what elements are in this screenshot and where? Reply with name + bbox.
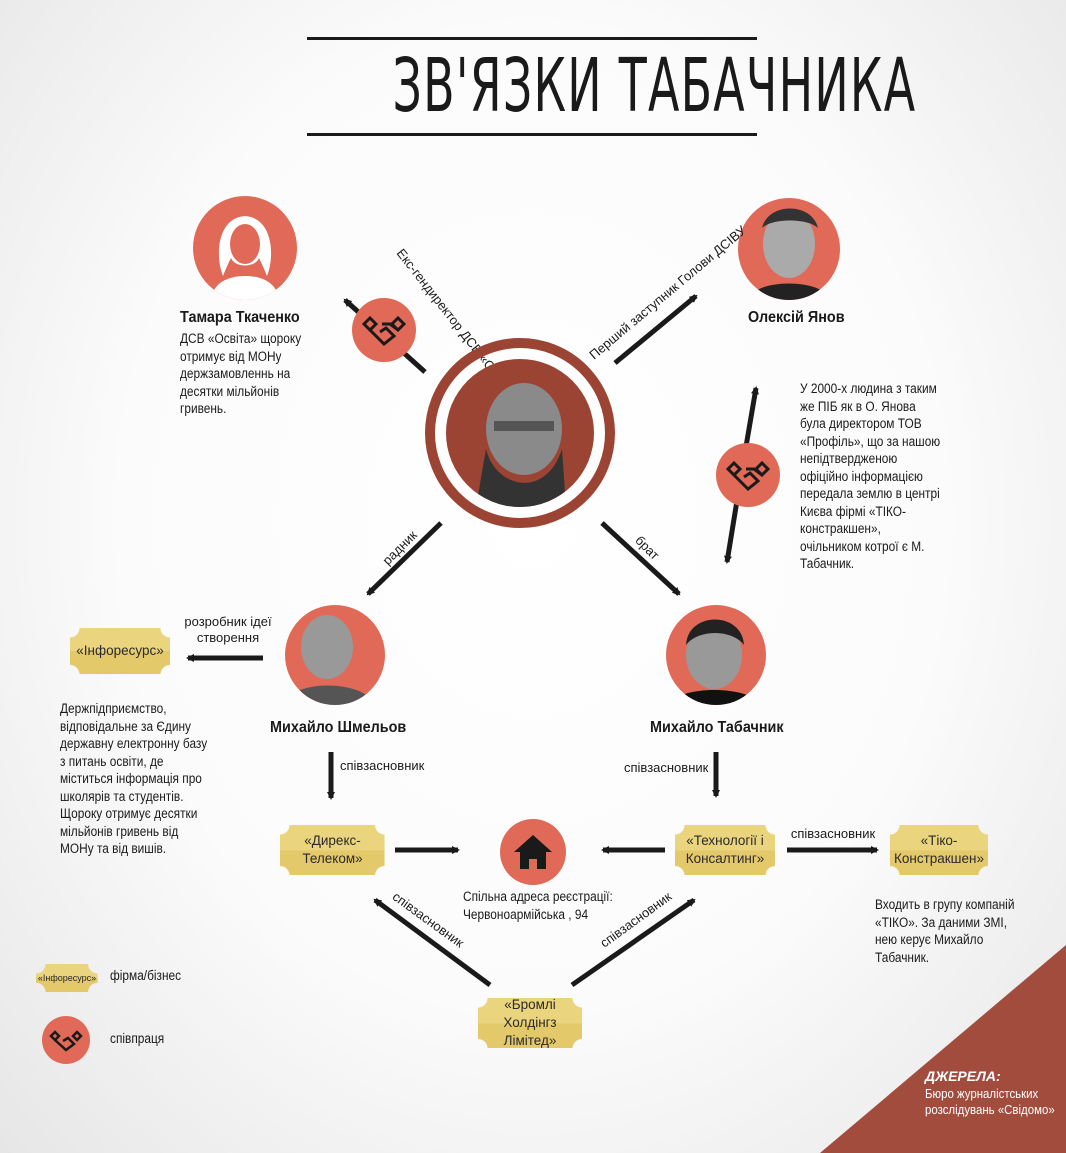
shmelyov-name: Михайло Шмельов bbox=[270, 719, 407, 736]
arrow-advisor bbox=[366, 521, 443, 596]
yanov-portrait bbox=[738, 198, 840, 300]
legend-cooperation-swatch bbox=[42, 1016, 90, 1064]
cooperation-badge-tkachenko bbox=[352, 298, 416, 362]
legend-firm-label: фірма/бізнес bbox=[110, 968, 182, 983]
title-rule-bottom bbox=[307, 133, 757, 136]
legend-firm-swatch: «Інфоресурс» bbox=[36, 964, 98, 992]
label-cofounder-tiko: співзасновник bbox=[790, 826, 876, 841]
firm-inforesurs: «Інфоресурс» bbox=[70, 628, 170, 674]
cooperation-badge-yanov bbox=[716, 443, 780, 507]
handshake-icon bbox=[361, 315, 407, 347]
label-cofounder-tabachnyk: співзасновник bbox=[624, 760, 709, 775]
tabachnyk-m-name: Михайло Табачник bbox=[650, 719, 784, 736]
shmelyov-portrait bbox=[285, 605, 385, 705]
arrow-first-deputy bbox=[613, 294, 698, 365]
arrow-bromli-tekhnolohii bbox=[570, 897, 696, 988]
yanov-note: У 2000-х людина з таким же ПІБ як в О. Я… bbox=[800, 381, 941, 571]
female-silhouette-icon bbox=[211, 216, 279, 300]
address-badge bbox=[500, 819, 566, 885]
firm-dyreks-telekom: «Дирекс-Телеком» bbox=[280, 825, 385, 875]
title-rule-top bbox=[307, 37, 757, 40]
house-icon bbox=[514, 835, 552, 869]
tkachenko-name: Тамара Ткаченко bbox=[180, 309, 300, 326]
arrow-bromli-dyreks bbox=[373, 897, 492, 988]
tkachenko-avatar bbox=[193, 196, 297, 300]
inforesurs-desc: Держпідприємство, відповідальне за Єдину… bbox=[60, 701, 208, 856]
tiko-desc: Входить в групу компаній «ТІКО». За дани… bbox=[875, 897, 1015, 965]
yanov-name: Олексій Янов bbox=[748, 309, 845, 326]
tkachenko-desc: ДСВ «Освіта» щороку отримує від МОНу дер… bbox=[180, 331, 302, 416]
sources-heading: ДЖЕРЕЛА: bbox=[925, 1068, 1001, 1084]
legend-cooperation-label: співпраця bbox=[110, 1031, 165, 1046]
shared-address: Спільна адреса реєстрації: Червоноармійс… bbox=[463, 889, 613, 922]
tabachnyk-d-ring bbox=[425, 338, 615, 528]
arrow-brother bbox=[600, 521, 681, 596]
sources-text: Бюро журналістських розслідувань «Свідом… bbox=[925, 1086, 1055, 1117]
firm-bromli-holdinhz: «Бромлі Холдінгз Лімітед» bbox=[478, 997, 582, 1048]
firm-tekhnolohii-konsaltynh: «Технології і Консалтинг» bbox=[675, 825, 775, 875]
tabachnyk-m-portrait bbox=[666, 605, 766, 705]
label-cofounder-shmelyov: співзасновник bbox=[340, 758, 425, 773]
firm-tiko-konstrakshen: «Тіко-Констракшен» bbox=[890, 825, 988, 875]
label-idea-developer: розробник ідеї створення bbox=[184, 614, 272, 645]
sources-corner bbox=[820, 945, 1066, 1153]
handshake-icon bbox=[49, 1030, 83, 1052]
handshake-icon bbox=[725, 460, 771, 492]
tabachnyk-d-portrait bbox=[446, 359, 594, 507]
